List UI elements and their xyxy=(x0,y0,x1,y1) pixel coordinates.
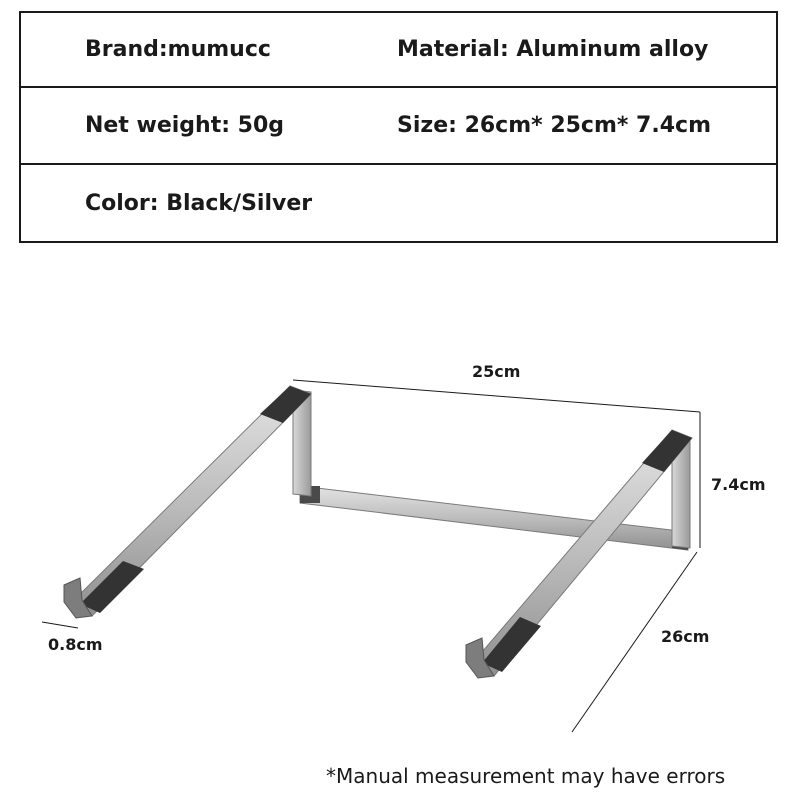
spec-row: Brand:mumucc Material: Aluminum alloy xyxy=(21,13,776,88)
right-hook xyxy=(465,637,495,679)
brand-cell: Brand:mumucc xyxy=(85,37,271,62)
dimension-line-thickness xyxy=(41,621,79,629)
spec-table: Brand:mumucc Material: Aluminum alloy Ne… xyxy=(19,11,778,243)
size-cell: Size: 26cm* 25cm* 7.4cm xyxy=(397,113,711,138)
height-label: 7.4cm xyxy=(711,475,766,494)
dimension-line-depth xyxy=(571,551,698,733)
left-hook xyxy=(63,577,93,619)
left-arm-bottom-pad xyxy=(80,561,144,613)
spec-row: Net weight: 50g Size: 26cm* 25cm* 7.4cm xyxy=(21,88,776,165)
dimension-line-width xyxy=(292,379,701,413)
color-cell: Color: Black/Silver xyxy=(85,190,313,216)
laptop-stand-diagram xyxy=(41,379,701,733)
net-weight-cell: Net weight: 50g xyxy=(85,113,285,138)
material-cell: Material: Aluminum alloy xyxy=(397,37,709,62)
depth-label: 26cm xyxy=(661,627,710,646)
width-label: 25cm xyxy=(472,362,521,381)
thickness-label: 0.8cm xyxy=(48,635,103,654)
measurement-note: *Manual measurement may have errors xyxy=(326,764,726,788)
right-arm-top-pad xyxy=(642,430,692,472)
left-arm-top-pad xyxy=(260,386,311,423)
right-arm-bottom-pad xyxy=(482,617,541,672)
spec-row: Color: Black/Silver xyxy=(21,165,776,241)
